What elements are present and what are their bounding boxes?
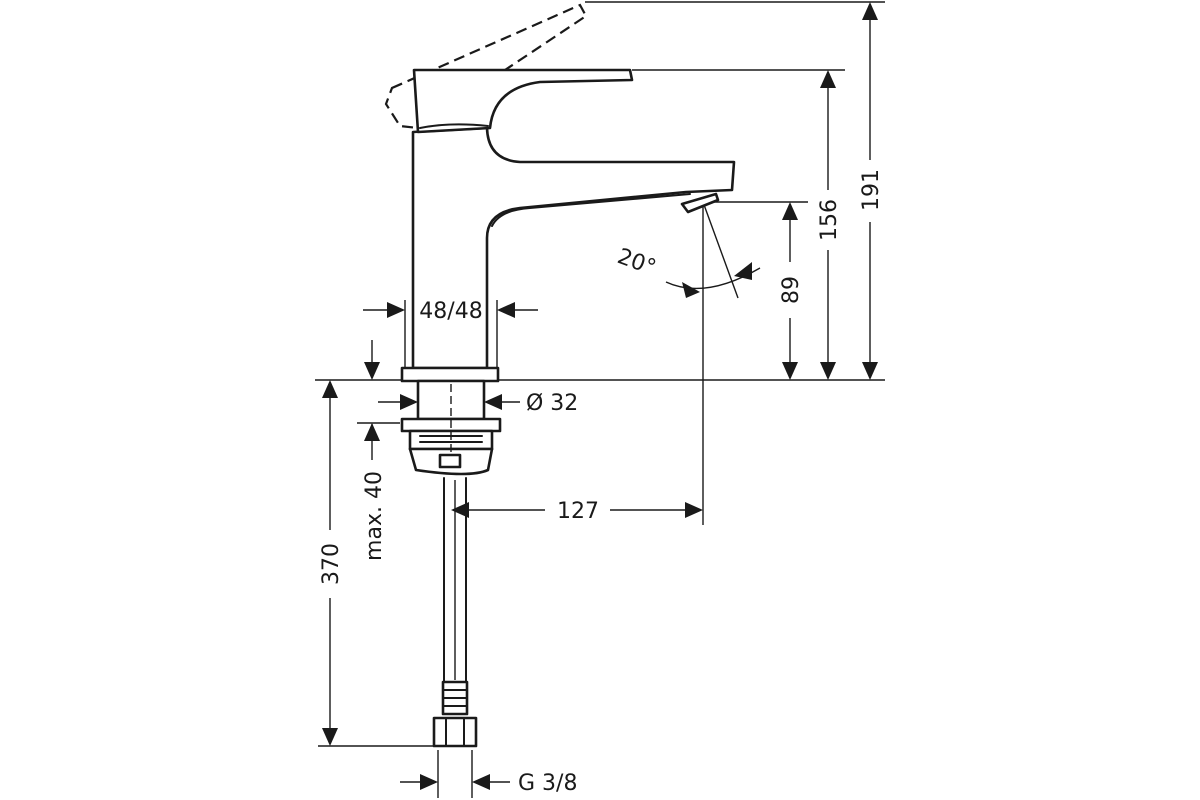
faucet-body — [411, 68, 736, 370]
dimension-thread: G 3/8 — [400, 771, 577, 796]
dimension-156: 156 — [817, 70, 842, 380]
mounting-assembly — [400, 366, 502, 476]
label-370: 370 — [319, 543, 344, 585]
dimension-191: 191 — [859, 2, 884, 380]
dimension-89: 89 — [779, 202, 804, 380]
lever-handle — [412, 68, 634, 134]
label-127: 127 — [557, 499, 599, 524]
label-20-degree: 20° — [614, 244, 659, 281]
label-g-3-8: G 3/8 — [518, 771, 577, 796]
dimension-127: 127 — [451, 499, 703, 524]
dimension-angle: 20° — [614, 244, 761, 298]
lever-open-position — [384, 3, 588, 130]
label-48-48: 48/48 — [419, 299, 482, 324]
dimension-body-width: 48/48 — [363, 299, 538, 324]
supply-hose — [432, 477, 478, 748]
label-191: 191 — [859, 169, 884, 211]
label-diameter-32: Ø 32 — [526, 391, 578, 416]
hose-nut — [432, 716, 478, 748]
label-156: 156 — [817, 199, 842, 241]
dimension-diameter: Ø 32 — [378, 391, 578, 416]
dimension-370: 370 — [319, 380, 344, 746]
label-89: 89 — [779, 276, 804, 304]
label-max-40: max. 40 — [362, 471, 387, 561]
aerator — [680, 192, 720, 214]
dimension-max-40: max. 40 — [357, 340, 400, 561]
